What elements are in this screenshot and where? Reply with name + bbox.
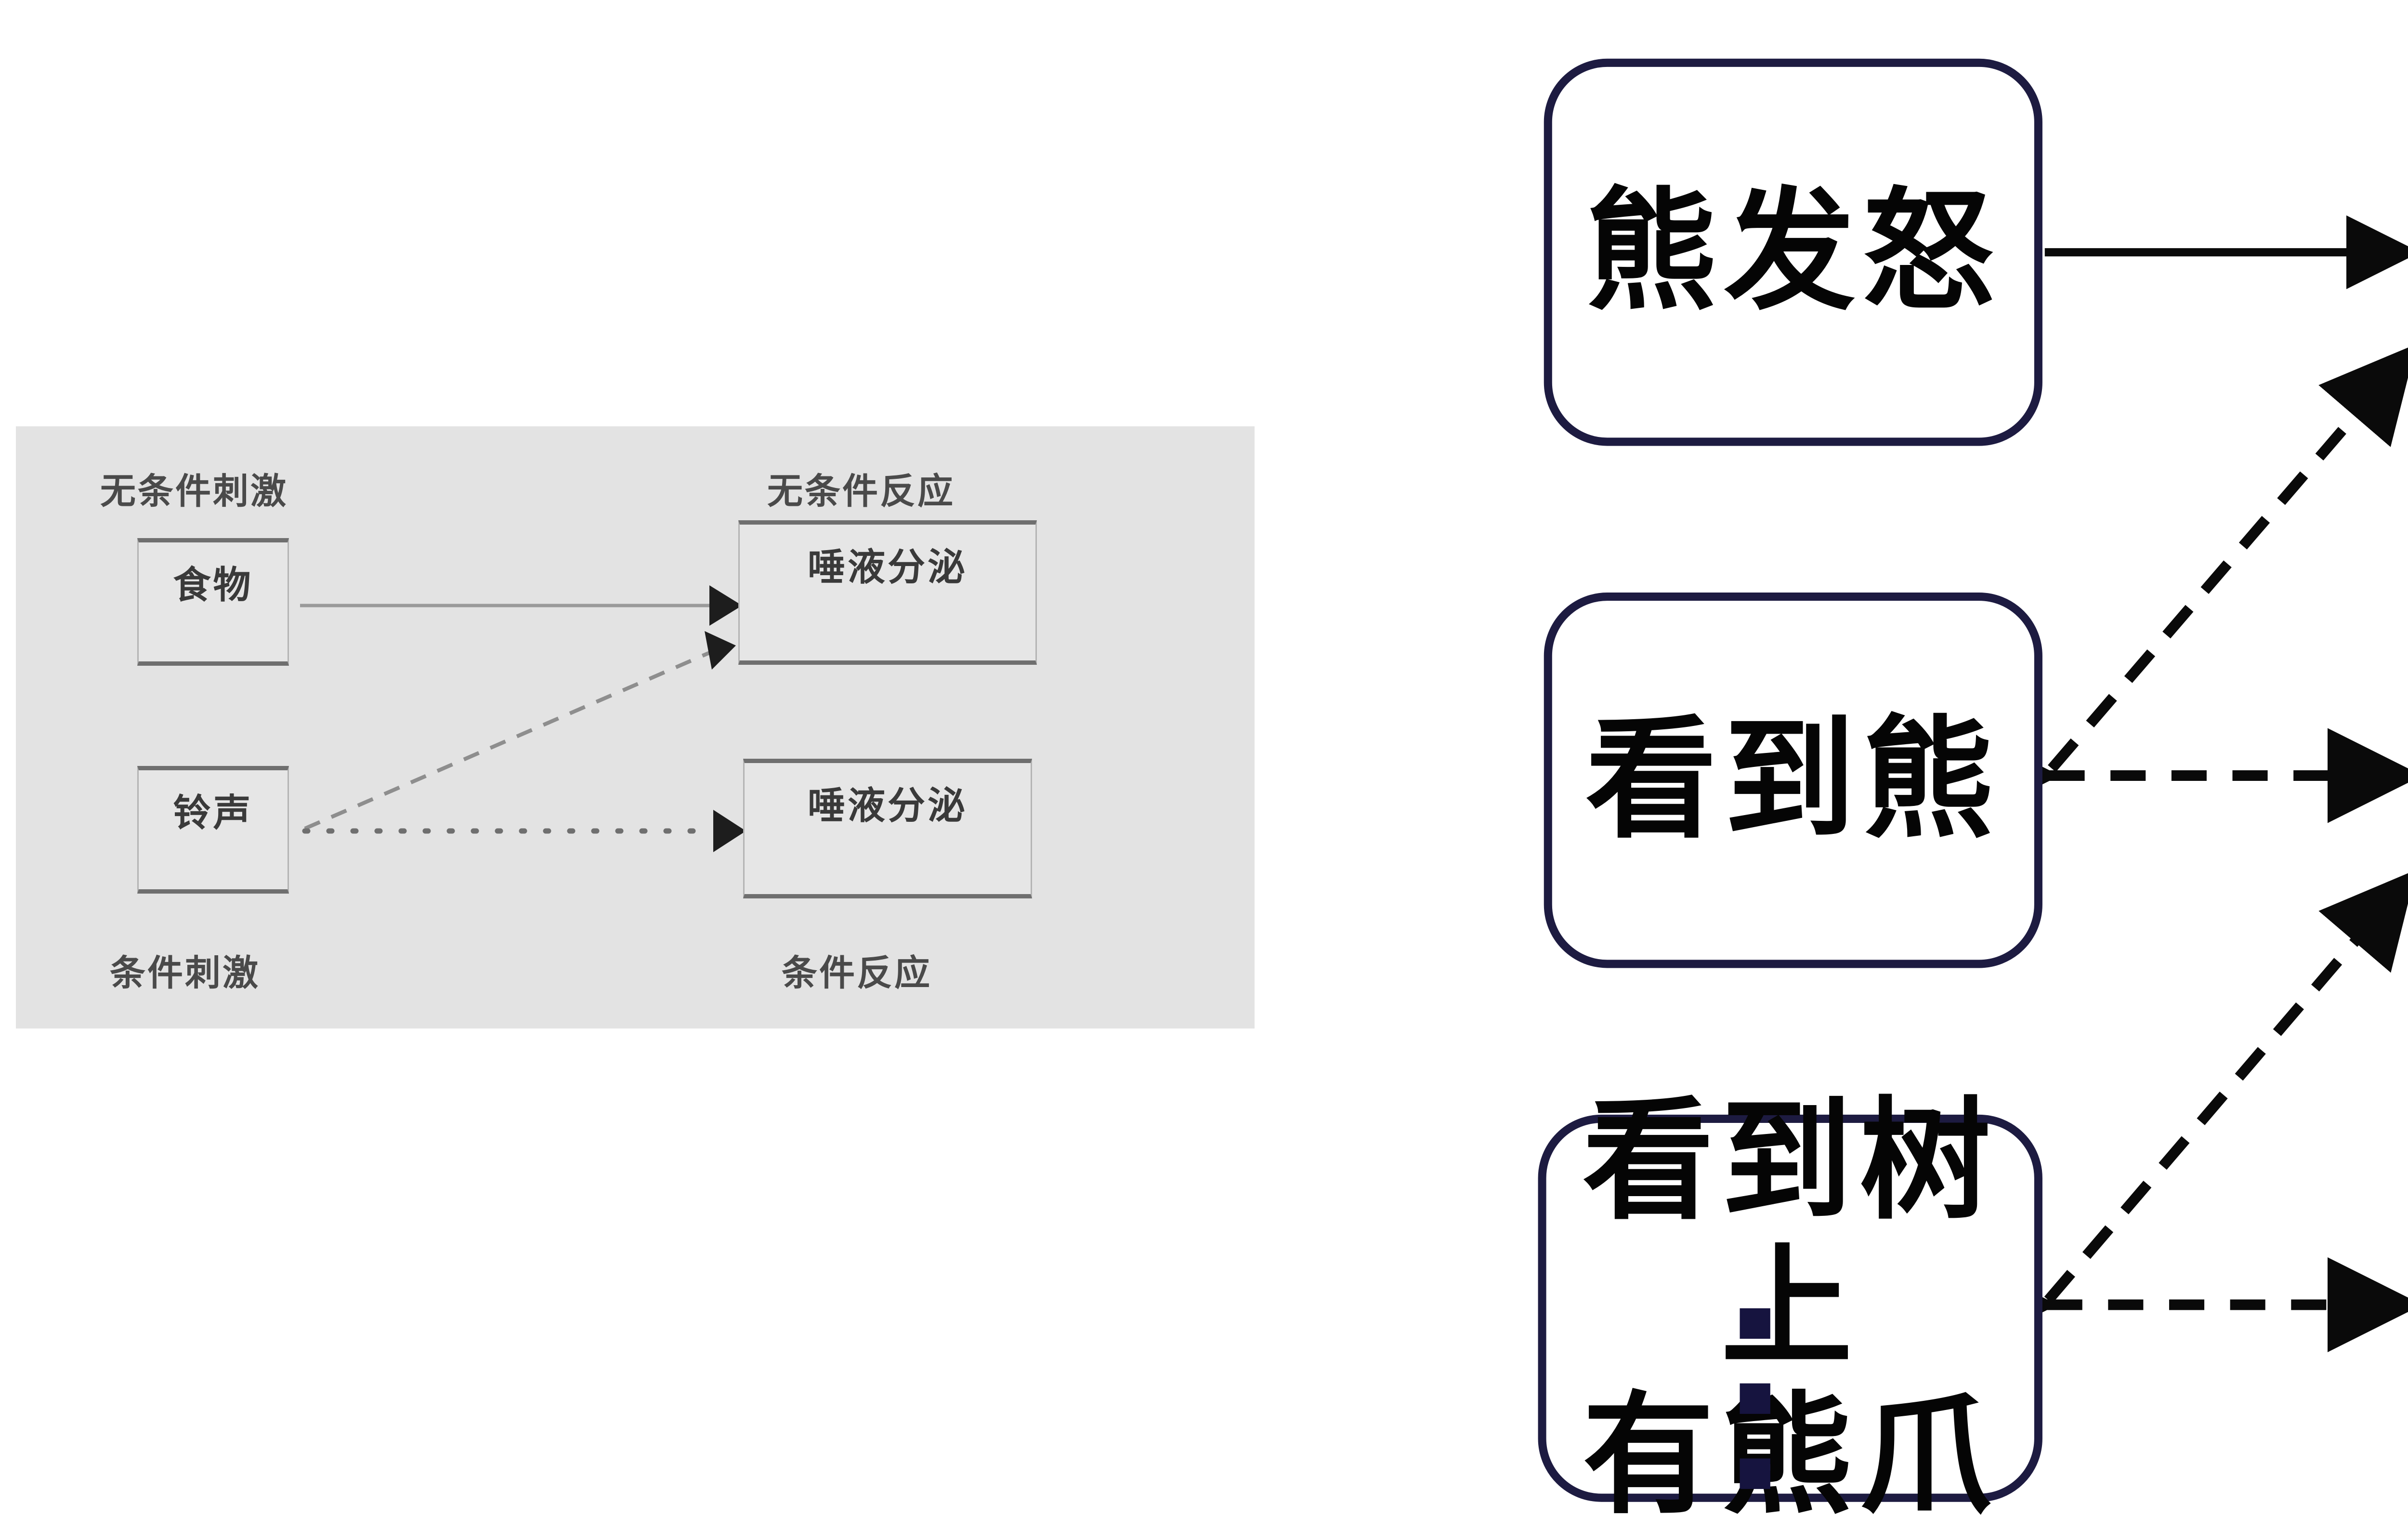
td-learning-panel: 熊发怒 看到熊 看到树上 有熊爪 奖励 V(s′) V(s): [1421, 0, 2408, 1529]
ellipsis-dot: [1740, 1458, 1770, 1489]
box-salivation-conditioned: 唾液分泌: [743, 759, 1032, 898]
label-conditioned-response: 条件反应: [782, 953, 932, 993]
box-bear-angry-label: 熊发怒: [1585, 178, 2001, 326]
box-see-claw-on-tree: 看到树上 有熊爪: [1538, 1088, 2042, 1529]
box-salivation-unconditioned-label: 唾液分泌: [807, 546, 968, 588]
left-panel-arrows: [300, 585, 746, 852]
box-bell-label: 铃声: [173, 791, 253, 834]
ellipsis-dot: [1740, 1308, 1770, 1339]
box-see-bear-label: 看到熊: [1585, 706, 2001, 854]
ellipsis-left-column: [1740, 1308, 1770, 1489]
box-salivation-conditioned-label: 唾液分泌: [807, 784, 968, 827]
box-food: 食物: [137, 538, 289, 666]
box-see-claw-on-tree-label: 看到树上 有熊爪: [1583, 1087, 1998, 1529]
td-learning-canvas: 熊发怒 看到熊 看到树上 有熊爪 奖励 V(s′) V(s): [1421, 0, 2408, 1529]
box-salivation-unconditioned: 唾液分泌: [738, 520, 1037, 665]
td-learning-connections: [1963, 215, 2408, 1353]
box-see-bear: 看到熊: [1544, 593, 2042, 968]
box-bell: 铃声: [137, 766, 289, 894]
ellipsis-dot: [1740, 1383, 1770, 1414]
box-food-label: 食物: [173, 564, 253, 606]
classical-conditioning-panel: 无条件刺激 无条件反应 条件刺激 条件反应 食物 铃声 唾液分泌 唾液分泌: [16, 426, 1255, 1028]
label-conditioned-stimulus: 条件刺激: [110, 953, 260, 993]
label-unconditioned-stimulus: 无条件刺激: [100, 471, 288, 511]
label-unconditioned-response: 无条件反应: [767, 471, 955, 511]
box-bear-angry: 熊发怒: [1544, 58, 2042, 446]
